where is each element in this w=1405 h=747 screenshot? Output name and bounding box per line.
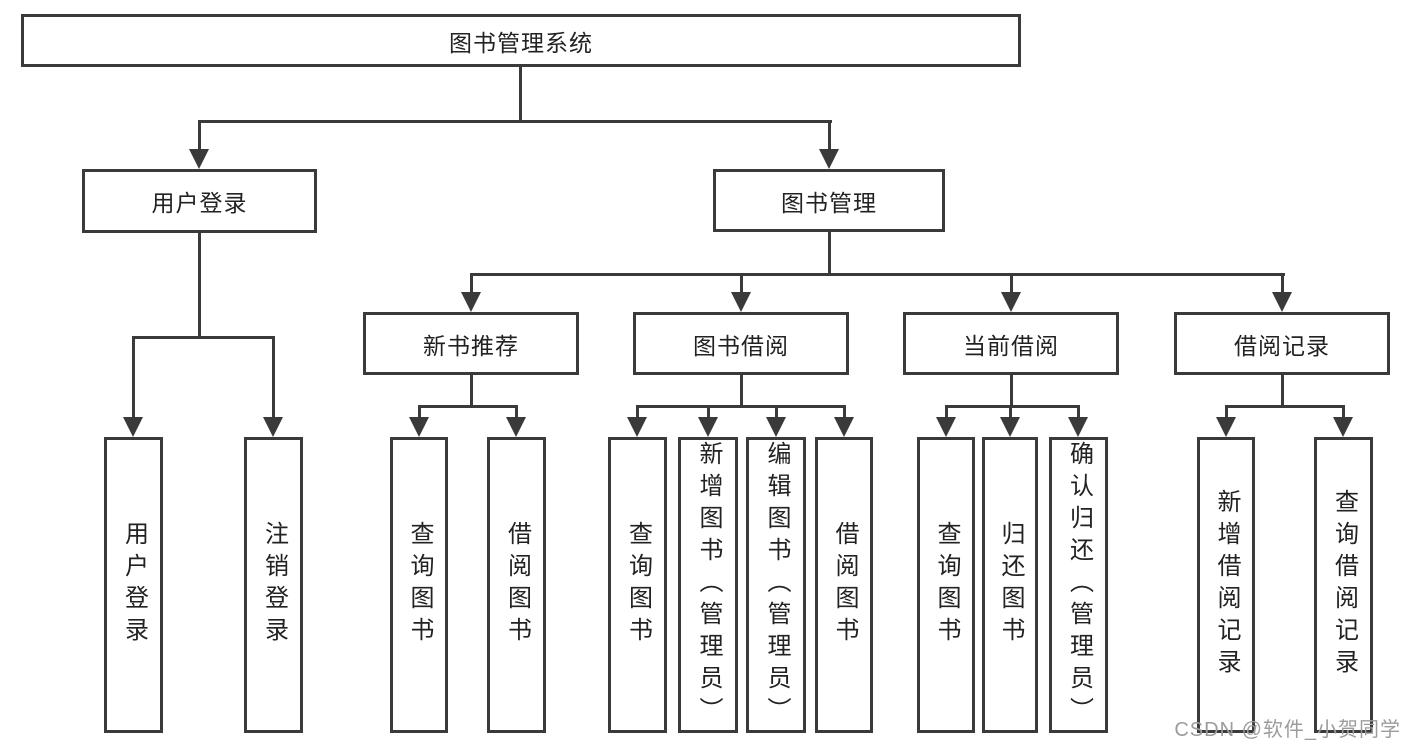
connector-drop-leaf: [775, 405, 778, 417]
arrow-down-icon: [1000, 417, 1020, 437]
connector-drop-user-login: [198, 120, 201, 149]
connector-current-borrow-stem: [1010, 375, 1013, 408]
arrow-down-icon: [766, 417, 786, 437]
arrow-down-icon: [627, 417, 647, 437]
connector-drop-leaf: [636, 405, 639, 417]
connector-drop-leaf: [843, 405, 846, 417]
connector-drop-book-borrow: [740, 273, 743, 292]
connector-drop-leaf: [418, 405, 421, 417]
connector-user-login-rail: [132, 336, 275, 339]
leaf-query-borrow-record: 查询借阅记录: [1314, 437, 1373, 733]
connector-drop-leaf: [1225, 405, 1228, 417]
node-borrowing-records: 借阅记录: [1174, 312, 1390, 375]
connector-book-borrow-stem: [740, 375, 743, 408]
arrow-down-icon: [731, 292, 751, 312]
connector-current-borrow-rail: [945, 405, 1080, 408]
arrow-down-icon: [409, 417, 429, 437]
connector-drop-leaf: [515, 405, 518, 417]
arrow-down-icon: [123, 417, 143, 437]
connector-drop-leaf: [1009, 405, 1012, 417]
csdn-watermark: CSDN @软件_小贺同学: [1174, 719, 1401, 741]
connector-drop-leaf: [707, 405, 710, 417]
connector-root-rail: [198, 120, 832, 123]
node-book-borrowing: 图书借阅: [633, 312, 849, 375]
node-root-library-management-system: 图书管理系统: [21, 14, 1021, 67]
connector-drop-book-management: [828, 120, 831, 149]
leaf-confirm-return-admin: 确认归还（管理员）: [1049, 437, 1108, 733]
arrow-down-icon: [461, 292, 481, 312]
connector-drop-new-book-rec: [470, 273, 473, 292]
connector-drop-leaf: [1077, 405, 1080, 417]
node-user-login: 用户登录: [82, 169, 317, 233]
leaf-logout: 注销登录: [244, 437, 303, 733]
arrow-down-icon: [1001, 292, 1021, 312]
leaf-add-borrow-record: 新增借阅记录: [1197, 437, 1255, 733]
arrow-down-icon: [263, 417, 283, 437]
connector-borrow-records-stem: [1281, 375, 1284, 408]
connector-book-mgmt-stem: [828, 232, 831, 276]
node-book-management: 图书管理: [713, 169, 945, 232]
connector-drop-borrow-records: [1281, 273, 1284, 292]
arrow-down-icon: [506, 417, 526, 437]
node-current-borrowing: 当前借阅: [903, 312, 1119, 375]
connector-drop-login-leaf: [132, 336, 135, 417]
arrow-down-icon: [1068, 417, 1088, 437]
leaf-return-books: 归还图书: [982, 437, 1038, 733]
arrow-down-icon: [819, 149, 839, 169]
leaf-query-books: 查询图书: [608, 437, 667, 733]
leaf-user-login: 用户登录: [104, 437, 163, 733]
leaf-borrow-books: 借阅图书: [815, 437, 873, 733]
arrow-down-icon: [189, 149, 209, 169]
connector-borrow-records-rail: [1225, 405, 1345, 408]
leaf-edit-books-admin: 编辑图书（管理员）: [746, 437, 806, 733]
arrow-down-icon: [1272, 292, 1292, 312]
connector-book-mgmt-rail: [470, 273, 1285, 276]
connector-drop-leaf: [945, 405, 948, 417]
leaf-borrow-books: 借阅图书: [487, 437, 546, 733]
leaf-add-books-admin: 新增图书（管理员）: [678, 437, 738, 733]
node-new-book-recommendation: 新书推荐: [363, 312, 579, 375]
connector-new-book-rec-rail: [418, 405, 518, 408]
arrow-down-icon: [1216, 417, 1236, 437]
connector-user-login-stem: [198, 233, 201, 339]
arrow-down-icon: [936, 417, 956, 437]
connector-drop-current-borrow: [1010, 273, 1013, 292]
connector-book-borrow-rail: [636, 405, 846, 408]
connector-new-book-rec-stem: [470, 375, 473, 408]
arrow-down-icon: [834, 417, 854, 437]
connector-root-stem: [519, 67, 522, 123]
leaf-query-books: 查询图书: [917, 437, 975, 733]
arrow-down-icon: [698, 417, 718, 437]
leaf-query-books: 查询图书: [390, 437, 448, 733]
arrow-down-icon: [1333, 417, 1353, 437]
connector-drop-logout-leaf: [272, 336, 275, 417]
connector-drop-leaf: [1342, 405, 1345, 417]
